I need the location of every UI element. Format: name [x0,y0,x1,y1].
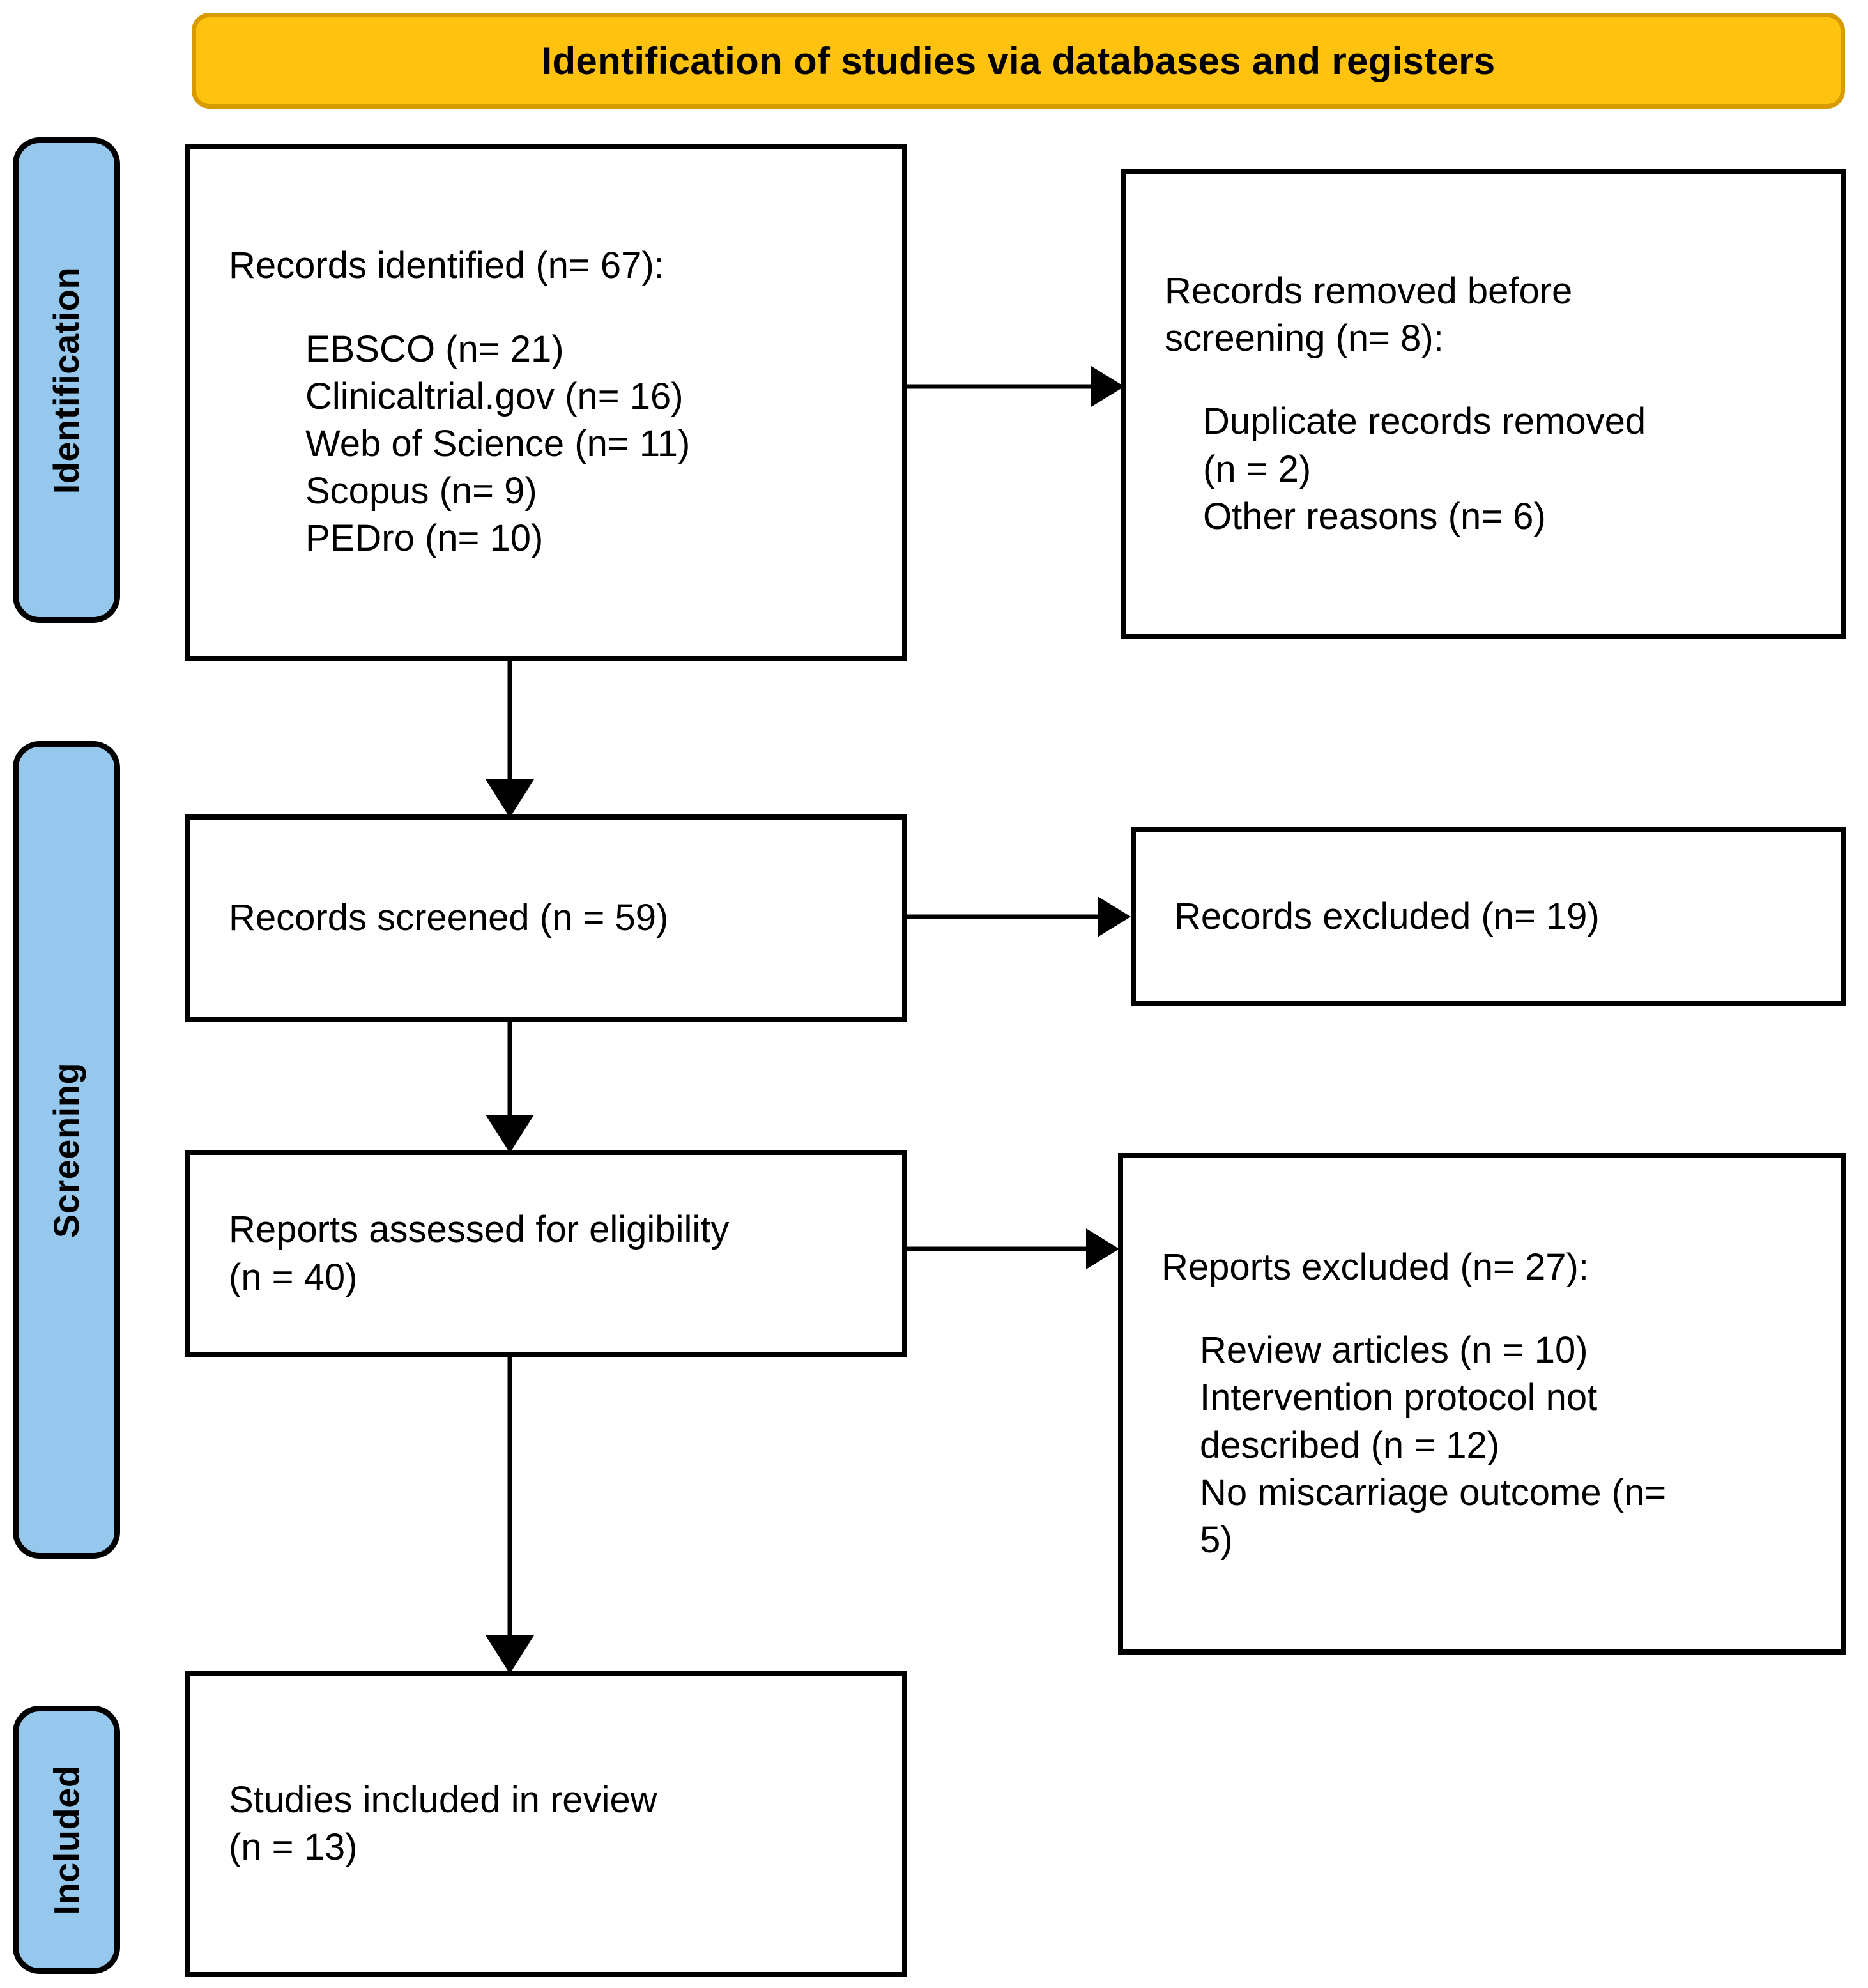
stage-bar-screening: Screening [13,741,120,1559]
stage-bar-included: Included [13,1706,120,1974]
arrow-right-icon-assessed-to-reports-excluded [907,1227,1121,1271]
arrow-down-icon-identified-to-screened [486,661,534,818]
arrow-head [486,779,534,818]
arrow-shaft [907,384,1094,389]
records-screened-text: Records screened (n = 59) [229,897,669,939]
box-reports-assessed-for-eligibility: Reports assessed for eligibility (n = 40… [185,1150,907,1357]
arrow-down-icon-assessed-to-included [486,1357,534,1674]
diagram-header-banner: Identification of studies via databases … [192,13,1845,109]
arrow-shaft [507,1357,512,1639]
records-removed-heading: Records removed before screening (n= 8): [1165,270,1573,360]
arrow-head [1098,896,1131,937]
arrow-shaft [907,914,1099,919]
records-removed-reasons: Duplicate records removed (n = 2) Other … [1203,401,1646,537]
arrow-head [1091,366,1124,407]
records-identified-heading: Records identified (n= 67): [229,245,664,287]
stage-label-identification: Identification [46,266,87,494]
box-records-removed-before-screening: Records removed before screening (n= 8):… [1121,169,1846,639]
arrow-head [486,1115,534,1153]
arrow-down-icon-screened-to-assessed [486,1022,534,1153]
reports-excluded-reasons: Review articles (n = 10) Intervention pr… [1200,1329,1667,1561]
studies-included-text: Studies included in review (n = 13) [229,1778,657,1868]
arrow-shaft [507,661,512,783]
arrow-shaft [507,1022,512,1118]
box-reports-excluded: Reports excluded (n= 27): Review article… [1118,1153,1846,1655]
arrow-right-icon-identified-to-removed [907,364,1124,409]
reports-excluded-heading: Reports excluded (n= 27): [1161,1246,1589,1288]
arrow-shaft [907,1246,1087,1251]
arrow-head [1086,1228,1119,1269]
reports-assessed-text: Reports assessed for eligibility (n = 40… [229,1209,730,1298]
box-records-identified: Records identified (n= 67): EBSCO (n= 21… [185,144,907,661]
records-identified-sources: EBSCO (n= 21) Clinicaltrial.gov (n= 16) … [305,328,691,560]
arrow-right-icon-screened-to-excluded [907,894,1132,939]
stage-bar-identification: Identification [13,137,120,623]
box-records-excluded: Records excluded (n= 19) [1131,827,1846,1006]
stage-label-screening: Screening [46,1062,87,1238]
page-title: Identification of studies via databases … [541,39,1496,82]
box-studies-included-in-review: Studies included in review (n = 13) [185,1671,907,1977]
stage-label-included: Included [46,1764,87,1915]
arrow-head [486,1635,534,1674]
box-records-screened: Records screened (n = 59) [185,814,907,1022]
records-excluded-text: Records excluded (n= 19) [1174,895,1600,937]
